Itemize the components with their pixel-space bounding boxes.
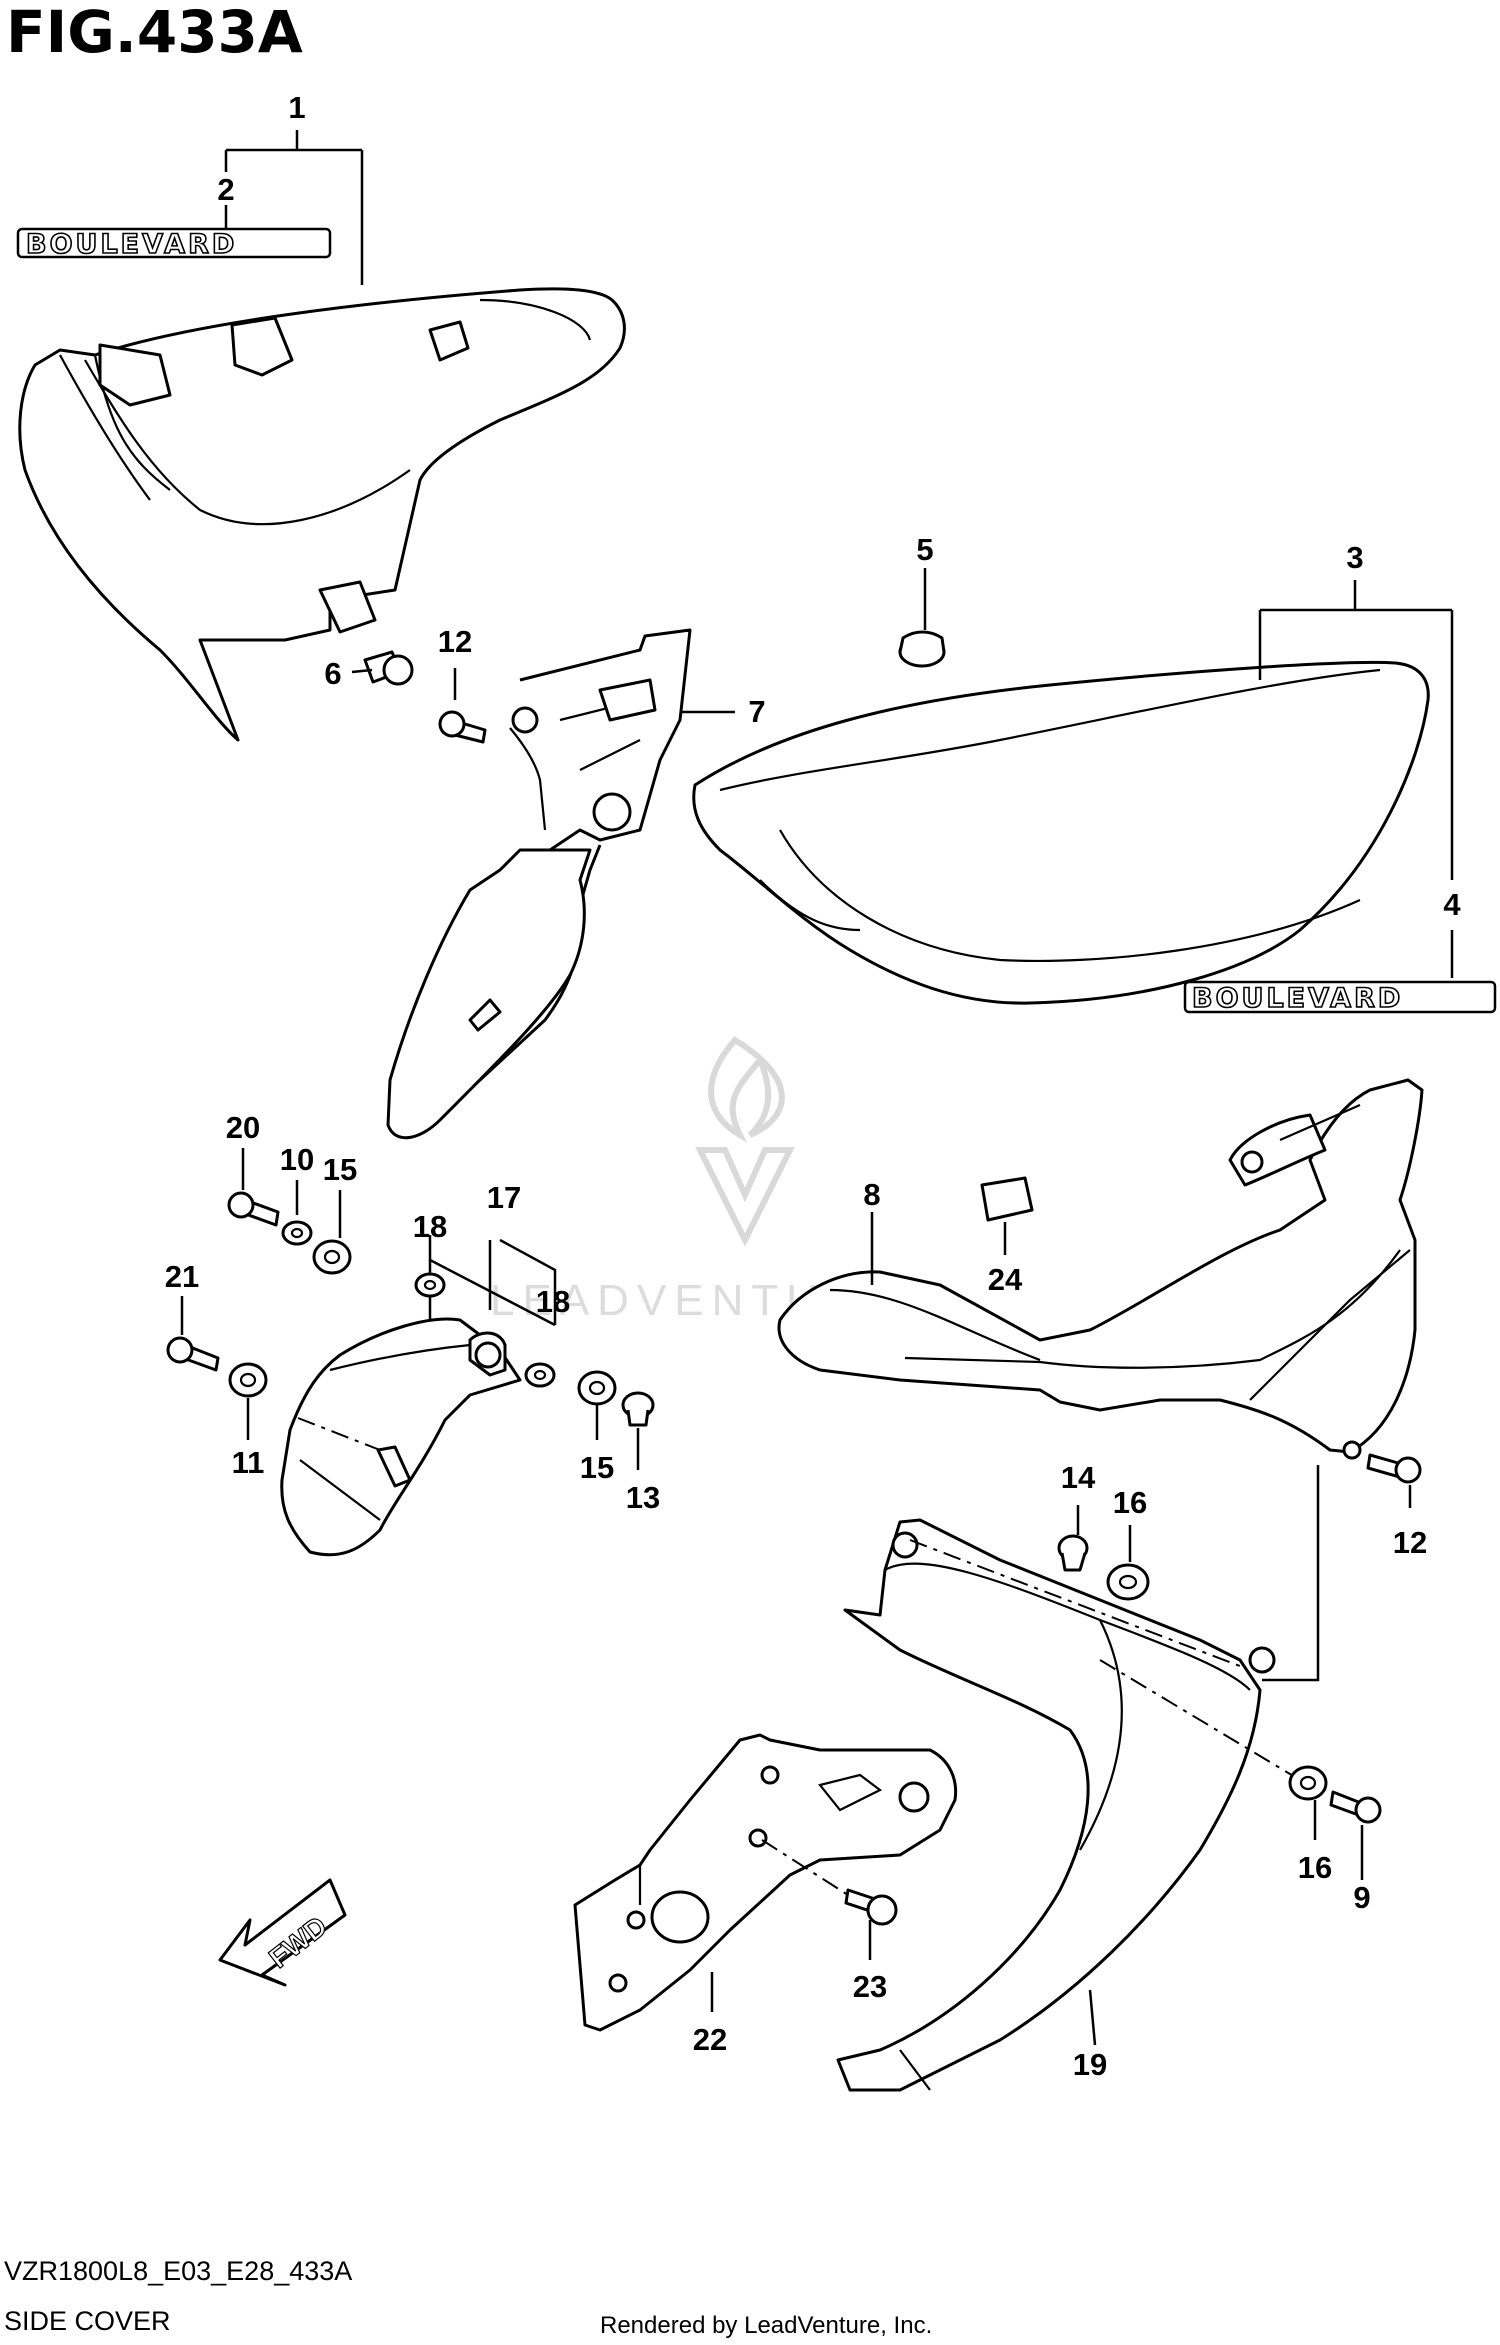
boulevard-badge-part-2[interactable]: BOULEVARD <box>16 227 332 261</box>
callout-23[interactable]: 23 <box>853 1969 887 2004</box>
render-credit: Rendered by LeadVenture, Inc. <box>600 2312 932 2339</box>
figure-title: FIG.433A <box>6 0 303 66</box>
callout-11[interactable]: 11 <box>232 1445 265 1480</box>
forward-arrow-icon: FWD <box>218 1878 347 1987</box>
callout-13[interactable]: 13 <box>626 1480 660 1515</box>
callout-16-lower[interactable]: 16 <box>1298 1850 1332 1885</box>
bolt-part-12-right[interactable] <box>1342 1440 1422 1484</box>
callout-12-right[interactable]: 12 <box>1393 1525 1427 1560</box>
callout-4[interactable]: 4 <box>1443 887 1461 922</box>
callout-12-upper[interactable]: 12 <box>438 624 472 659</box>
callout-6[interactable]: 6 <box>324 656 341 691</box>
callout-15-lower[interactable]: 15 <box>580 1450 614 1485</box>
callout-7[interactable]: 7 <box>748 694 765 729</box>
callout-19[interactable]: 19 <box>1073 2047 1107 2082</box>
callout-17[interactable]: 17 <box>487 1180 521 1215</box>
washer-part-10[interactable] <box>281 1220 313 1246</box>
bolt-part-23[interactable] <box>844 1888 898 1926</box>
lower-cover-part-8[interactable] <box>777 1078 1424 1454</box>
bushing-part-16-lower[interactable] <box>1288 1765 1328 1801</box>
callout-24[interactable]: 24 <box>988 1262 1023 1297</box>
callout-20[interactable]: 20 <box>226 1110 260 1145</box>
callout-21[interactable]: 21 <box>165 1259 199 1294</box>
callout-3[interactable]: 3 <box>1346 540 1363 575</box>
callout-10[interactable]: 10 <box>280 1142 314 1177</box>
collar-part-13[interactable] <box>621 1391 655 1427</box>
bolt-part-9[interactable] <box>1329 1790 1382 1824</box>
bolt-part-21[interactable] <box>166 1336 220 1372</box>
callout-18-upper[interactable]: 18 <box>413 1209 447 1244</box>
fender-part-17[interactable] <box>280 1317 522 1557</box>
callout-5[interactable]: 5 <box>916 532 933 567</box>
collar-part-14[interactable] <box>1057 1534 1089 1572</box>
callout-14[interactable]: 14 <box>1061 1460 1096 1495</box>
boulevard-badge-part-4[interactable]: BOULEVARD <box>1183 980 1497 1015</box>
washer-part-18-right[interactable] <box>524 1362 556 1388</box>
bushing-part-11[interactable] <box>228 1362 268 1398</box>
model-code: VZR1800L8_E03_E28_433A <box>4 2256 352 2286</box>
lower-bracket-part-19[interactable] <box>836 1518 1276 2092</box>
callout-2[interactable]: 2 <box>217 172 234 207</box>
washer-part-18-left[interactable] <box>414 1272 446 1298</box>
callout-15-upper[interactable]: 15 <box>323 1152 357 1187</box>
figure-caption: SIDE COVER <box>4 2306 171 2336</box>
callout-18-lower[interactable]: 18 <box>536 1284 570 1319</box>
clip-part-24[interactable] <box>980 1176 1034 1222</box>
bushing-part-15-lower[interactable] <box>577 1370 617 1406</box>
screw-part-6[interactable] <box>363 650 414 686</box>
badge-left-text: BOULEVARD <box>26 229 237 260</box>
bracket-part-7[interactable] <box>386 628 692 1140</box>
plate-part-22[interactable] <box>573 1733 958 2032</box>
bushing-part-16-upper[interactable] <box>1106 1563 1150 1601</box>
grommet-part-5[interactable] <box>898 630 946 668</box>
bushing-part-15-upper[interactable] <box>312 1239 352 1275</box>
bolt-part-20[interactable] <box>227 1191 280 1227</box>
bolt-part-12-upper[interactable] <box>438 710 487 744</box>
left-side-cover-part-1[interactable] <box>18 287 626 742</box>
callout-1[interactable]: 1 <box>288 90 305 125</box>
callout-8[interactable]: 8 <box>863 1177 880 1212</box>
callout-9[interactable]: 9 <box>1353 1880 1370 1915</box>
right-side-cover-part-3[interactable] <box>692 660 1430 1005</box>
badge-right-text: BOULEVARD <box>1192 983 1403 1014</box>
callout-16-upper[interactable]: 16 <box>1113 1485 1147 1520</box>
callout-22[interactable]: 22 <box>693 2022 727 2057</box>
